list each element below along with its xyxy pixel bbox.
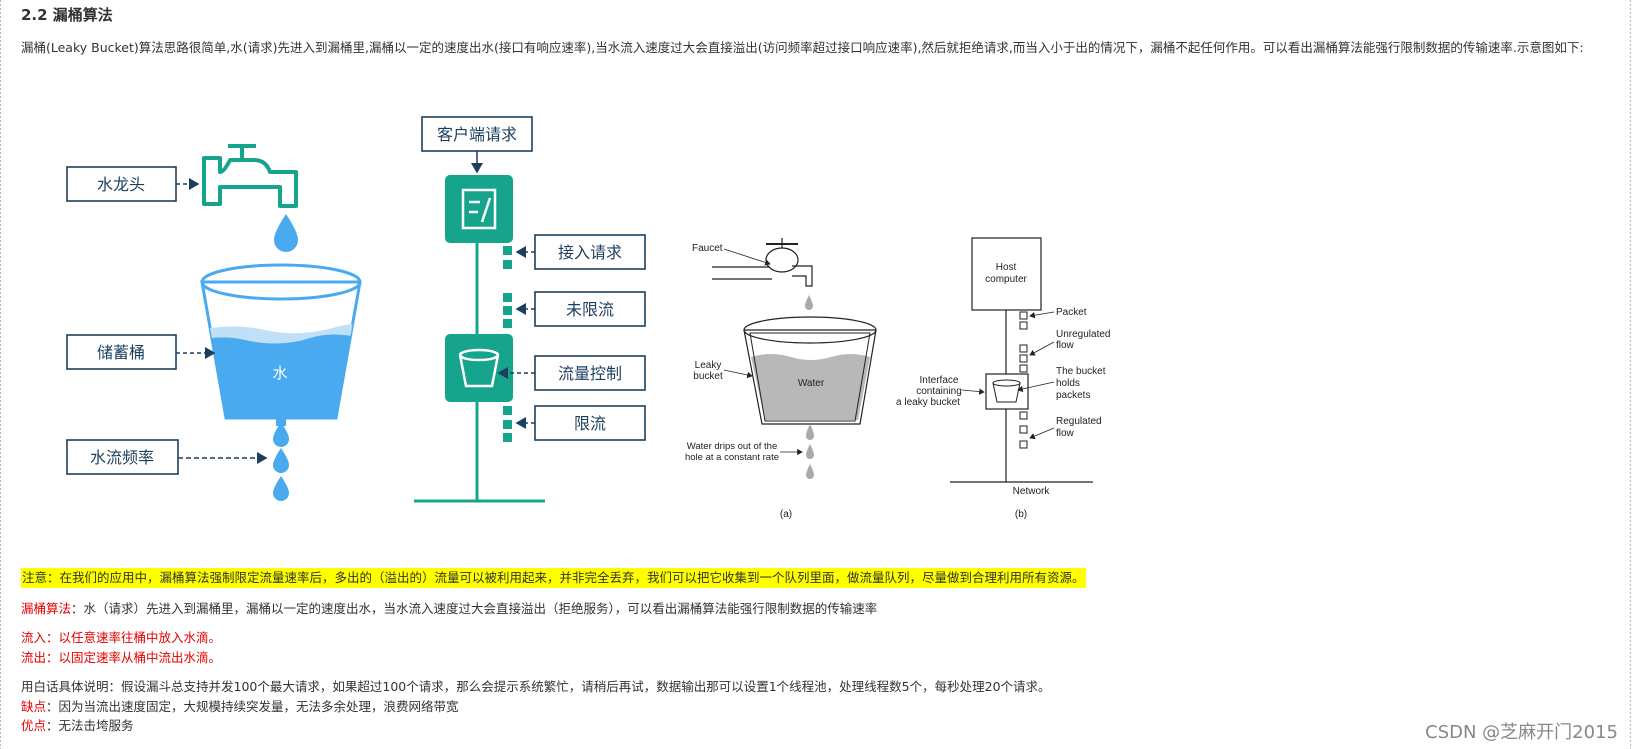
section-title: 2.2 漏桶算法: [21, 6, 113, 24]
svg-text:(a): (a): [780, 509, 792, 520]
svg-text:Network: Network: [1013, 486, 1051, 497]
svg-text:储蓄桶: 储蓄桶: [97, 343, 145, 362]
step-limit-box: 限流: [534, 405, 646, 441]
step-unlimited-box: 未限流: [534, 291, 646, 327]
svg-text:Interface: Interface: [920, 375, 959, 386]
outflow-line: 流出：以固定速率从桶中流出水滴。: [21, 650, 222, 665]
water-drop-icon: [273, 422, 289, 447]
csdn-watermark: CSDN @芝麻开门2015: [1425, 722, 1618, 743]
bucket-icon: [200, 263, 362, 426]
svg-text:The bucket: The bucket: [1056, 366, 1106, 377]
svg-text:packets: packets: [1056, 390, 1090, 401]
faucet-bucket-diagram: 水 水龙头 储蓄桶 水流频率: [66, 144, 362, 501]
intro-paragraph: 漏桶(Leaky Bucket)算法思路很简单,水(请求)先进入到漏桶里,漏桶以…: [21, 40, 1584, 55]
svg-text:水龙头: 水龙头: [97, 175, 145, 194]
inflow-line: 流入：以任意速率往桶中放入水滴。: [21, 630, 222, 645]
diagram-a: Faucet Water Leaky bucket Water drips ou…: [685, 238, 877, 520]
svg-text:Water drips out of the: Water drips out of the: [687, 441, 777, 452]
faucet-label-box: 水龙头: [66, 166, 177, 202]
cons-label: 缺点: [21, 699, 47, 714]
svg-text:(b): (b): [1015, 509, 1027, 520]
svg-text:hole at a constant rate: hole at a constant rate: [685, 452, 779, 463]
svg-text:未限流: 未限流: [566, 300, 614, 319]
cons-line: 缺点：因为当流出速度固定，大规模持续突发量，无法多余处理，浪费网络带宽: [21, 697, 459, 717]
interface-bucket-icon: [985, 373, 1029, 410]
cons-text: ：因为当流出速度固定，大规模持续突发量，无法多余处理，浪费网络带宽: [46, 699, 459, 714]
client-request-box: 客户端请求: [421, 116, 533, 152]
svg-text:flow: flow: [1056, 428, 1075, 439]
svg-text:Regulated: Regulated: [1056, 416, 1102, 427]
leaky-bucket-figure: 水 水龙头 储蓄桶 水流频率 客户端请求: [66, 116, 1110, 520]
water-text: 水: [272, 364, 287, 382]
svg-text:Water: Water: [798, 378, 825, 389]
svg-text:Packet: Packet: [1056, 307, 1087, 318]
right-border: [1630, 0, 1633, 749]
svg-text:bucket: bucket: [693, 371, 723, 382]
request-flow-diagram: 客户端请求 接入请求: [414, 116, 646, 503]
svg-text:Faucet: Faucet: [692, 243, 723, 254]
document-block-icon: [445, 175, 513, 243]
left-border: [0, 0, 3, 749]
step-flow-control-box: 流量控制: [534, 355, 646, 391]
svg-text:Unregulated: Unregulated: [1056, 329, 1110, 340]
definition-line: 漏桶算法：水（请求）先进入到漏桶里，漏桶以一定的速度出水，当水流入速度过大会直接…: [21, 599, 877, 619]
svg-text:Host: Host: [996, 262, 1017, 273]
svg-text:流量控制: 流量控制: [558, 364, 622, 383]
water-drop-icon: [273, 476, 289, 501]
svg-text:containing: containing: [916, 386, 962, 397]
svg-text:Leaky: Leaky: [695, 360, 722, 371]
definition-text: ：水（请求）先进入到漏桶里，漏桶以一定的速度出水，当水流入速度过大会直接溢出（拒…: [71, 601, 878, 616]
faucet-icon: [202, 144, 298, 208]
plain-explanation: 用白话具体说明：假设漏斗总支持并发100个最大请求，如果超过100个请求，那么会…: [21, 679, 1051, 694]
rate-label-box: 水流频率: [66, 439, 179, 475]
svg-text:水流频率: 水流频率: [90, 448, 154, 467]
water-drop-icon: [274, 214, 298, 252]
svg-text:接入请求: 接入请求: [558, 243, 622, 262]
bucket-block-icon: [445, 334, 513, 402]
step-accept-box: 接入请求: [534, 234, 646, 270]
pros-text: ：无法击垮服务: [46, 718, 134, 733]
packet-squares: [503, 246, 512, 442]
svg-text:holds: holds: [1056, 378, 1080, 389]
svg-text:a leaky bucket: a leaky bucket: [896, 397, 960, 408]
svg-text:限流: 限流: [574, 414, 606, 433]
leaky-bucket-icon: [743, 316, 877, 425]
svg-text:客户端请求: 客户端请求: [437, 125, 517, 144]
water-drop-icon: [273, 448, 289, 473]
pros-line: 优点：无法击垮服务: [21, 716, 134, 736]
pros-label: 优点: [21, 718, 47, 733]
svg-text:flow: flow: [1056, 340, 1075, 351]
note-highlight: 注意：在我们的应用中，漏桶算法强制限定流量速率后，多出的（溢出的）流量可以被利用…: [21, 568, 1086, 588]
definition-label: 漏桶算法: [21, 601, 72, 616]
diagram-b: Host computer Packet Unregulated flow Th…: [896, 237, 1110, 520]
bucket-label-box: 储蓄桶: [66, 334, 177, 370]
faucet-icon: [712, 238, 813, 287]
svg-text:computer: computer: [985, 274, 1027, 285]
